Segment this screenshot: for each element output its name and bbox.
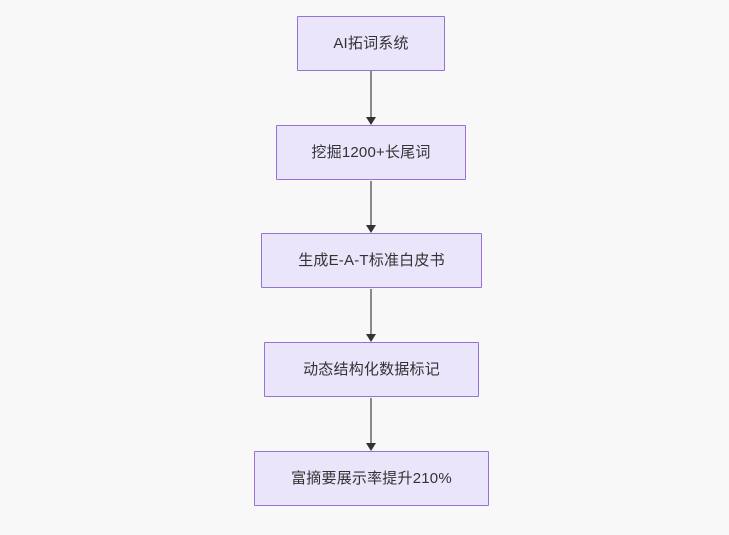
flowchart-node-3[interactable]: 生成E-A-T标准白皮书	[261, 233, 482, 288]
flowchart-node-3-label: 生成E-A-T标准白皮书	[298, 251, 445, 269]
flowchart-node-5-label: 富摘要展示率提升210%	[291, 469, 452, 487]
flowchart-node-4[interactable]: 动态结构化数据标记	[264, 342, 479, 397]
flowchart-node-2[interactable]: 挖掘1200+长尾词	[276, 125, 466, 180]
flowchart-edge-1-2-arrowhead	[366, 117, 376, 125]
flowchart-node-1-label: AI拓词系统	[333, 34, 409, 52]
flowchart-node-4-label: 动态结构化数据标记	[303, 360, 440, 378]
flowchart-node-1[interactable]: AI拓词系统	[297, 16, 445, 71]
flowchart-node-2-label: 挖掘1200+长尾词	[311, 143, 431, 161]
flowchart-edge-2-3-line	[370, 181, 372, 225]
flowchart-edge-3-4-line	[370, 289, 372, 334]
flowchart-edge-1-2-line	[370, 71, 372, 117]
flowchart-edge-4-5-line	[370, 398, 372, 443]
flowchart-edge-4-5-arrowhead	[366, 443, 376, 451]
flowchart-node-5[interactable]: 富摘要展示率提升210%	[254, 451, 489, 506]
flowchart-edge-2-3-arrowhead	[366, 225, 376, 233]
flowchart-edge-3-4-arrowhead	[366, 334, 376, 342]
